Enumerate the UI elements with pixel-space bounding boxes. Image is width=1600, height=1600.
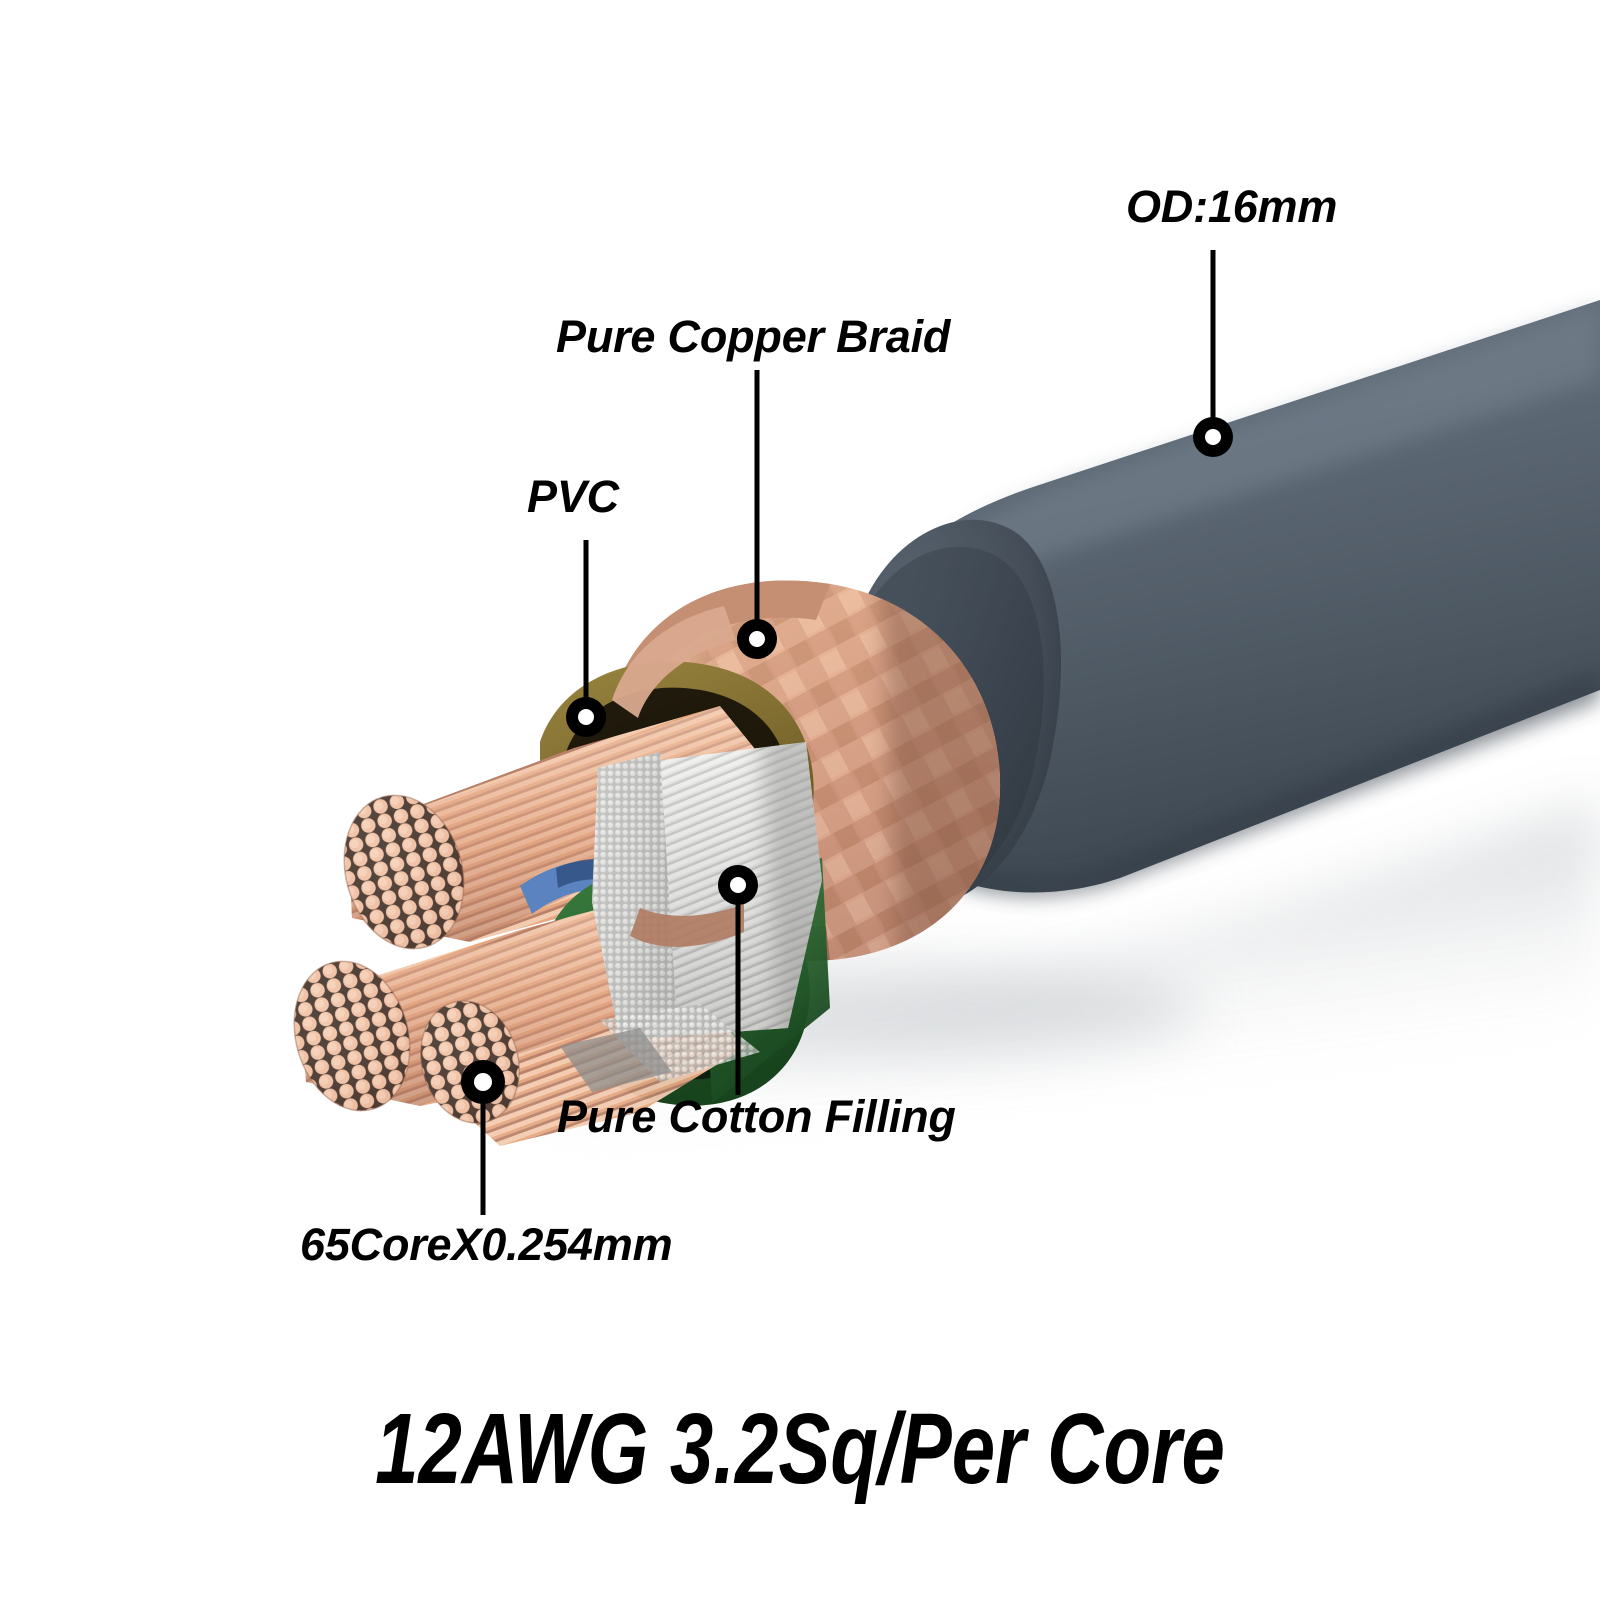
filler-wedge: [560, 1028, 672, 1092]
braid-front-lip: [612, 606, 744, 947]
callout-cotton[interactable]: [718, 865, 758, 1095]
figure-title: 12AWG 3.2Sq/Per Core: [375, 1393, 1225, 1505]
callout-label-core-spec: 65CoreX0.254mm: [300, 1219, 673, 1270]
callout-label-od: OD:16mm: [1126, 181, 1338, 232]
callout-core[interactable]: [461, 1060, 505, 1215]
callout-label-pvc: PVC: [527, 471, 619, 522]
callout-label-cotton-filling: Pure Cotton Filling: [557, 1091, 956, 1142]
callout-braid[interactable]: [737, 370, 777, 659]
callout-pvc[interactable]: [566, 540, 606, 737]
callout-label-copper-braid: Pure Copper Braid: [556, 311, 951, 362]
callout-od[interactable]: [1193, 250, 1233, 457]
